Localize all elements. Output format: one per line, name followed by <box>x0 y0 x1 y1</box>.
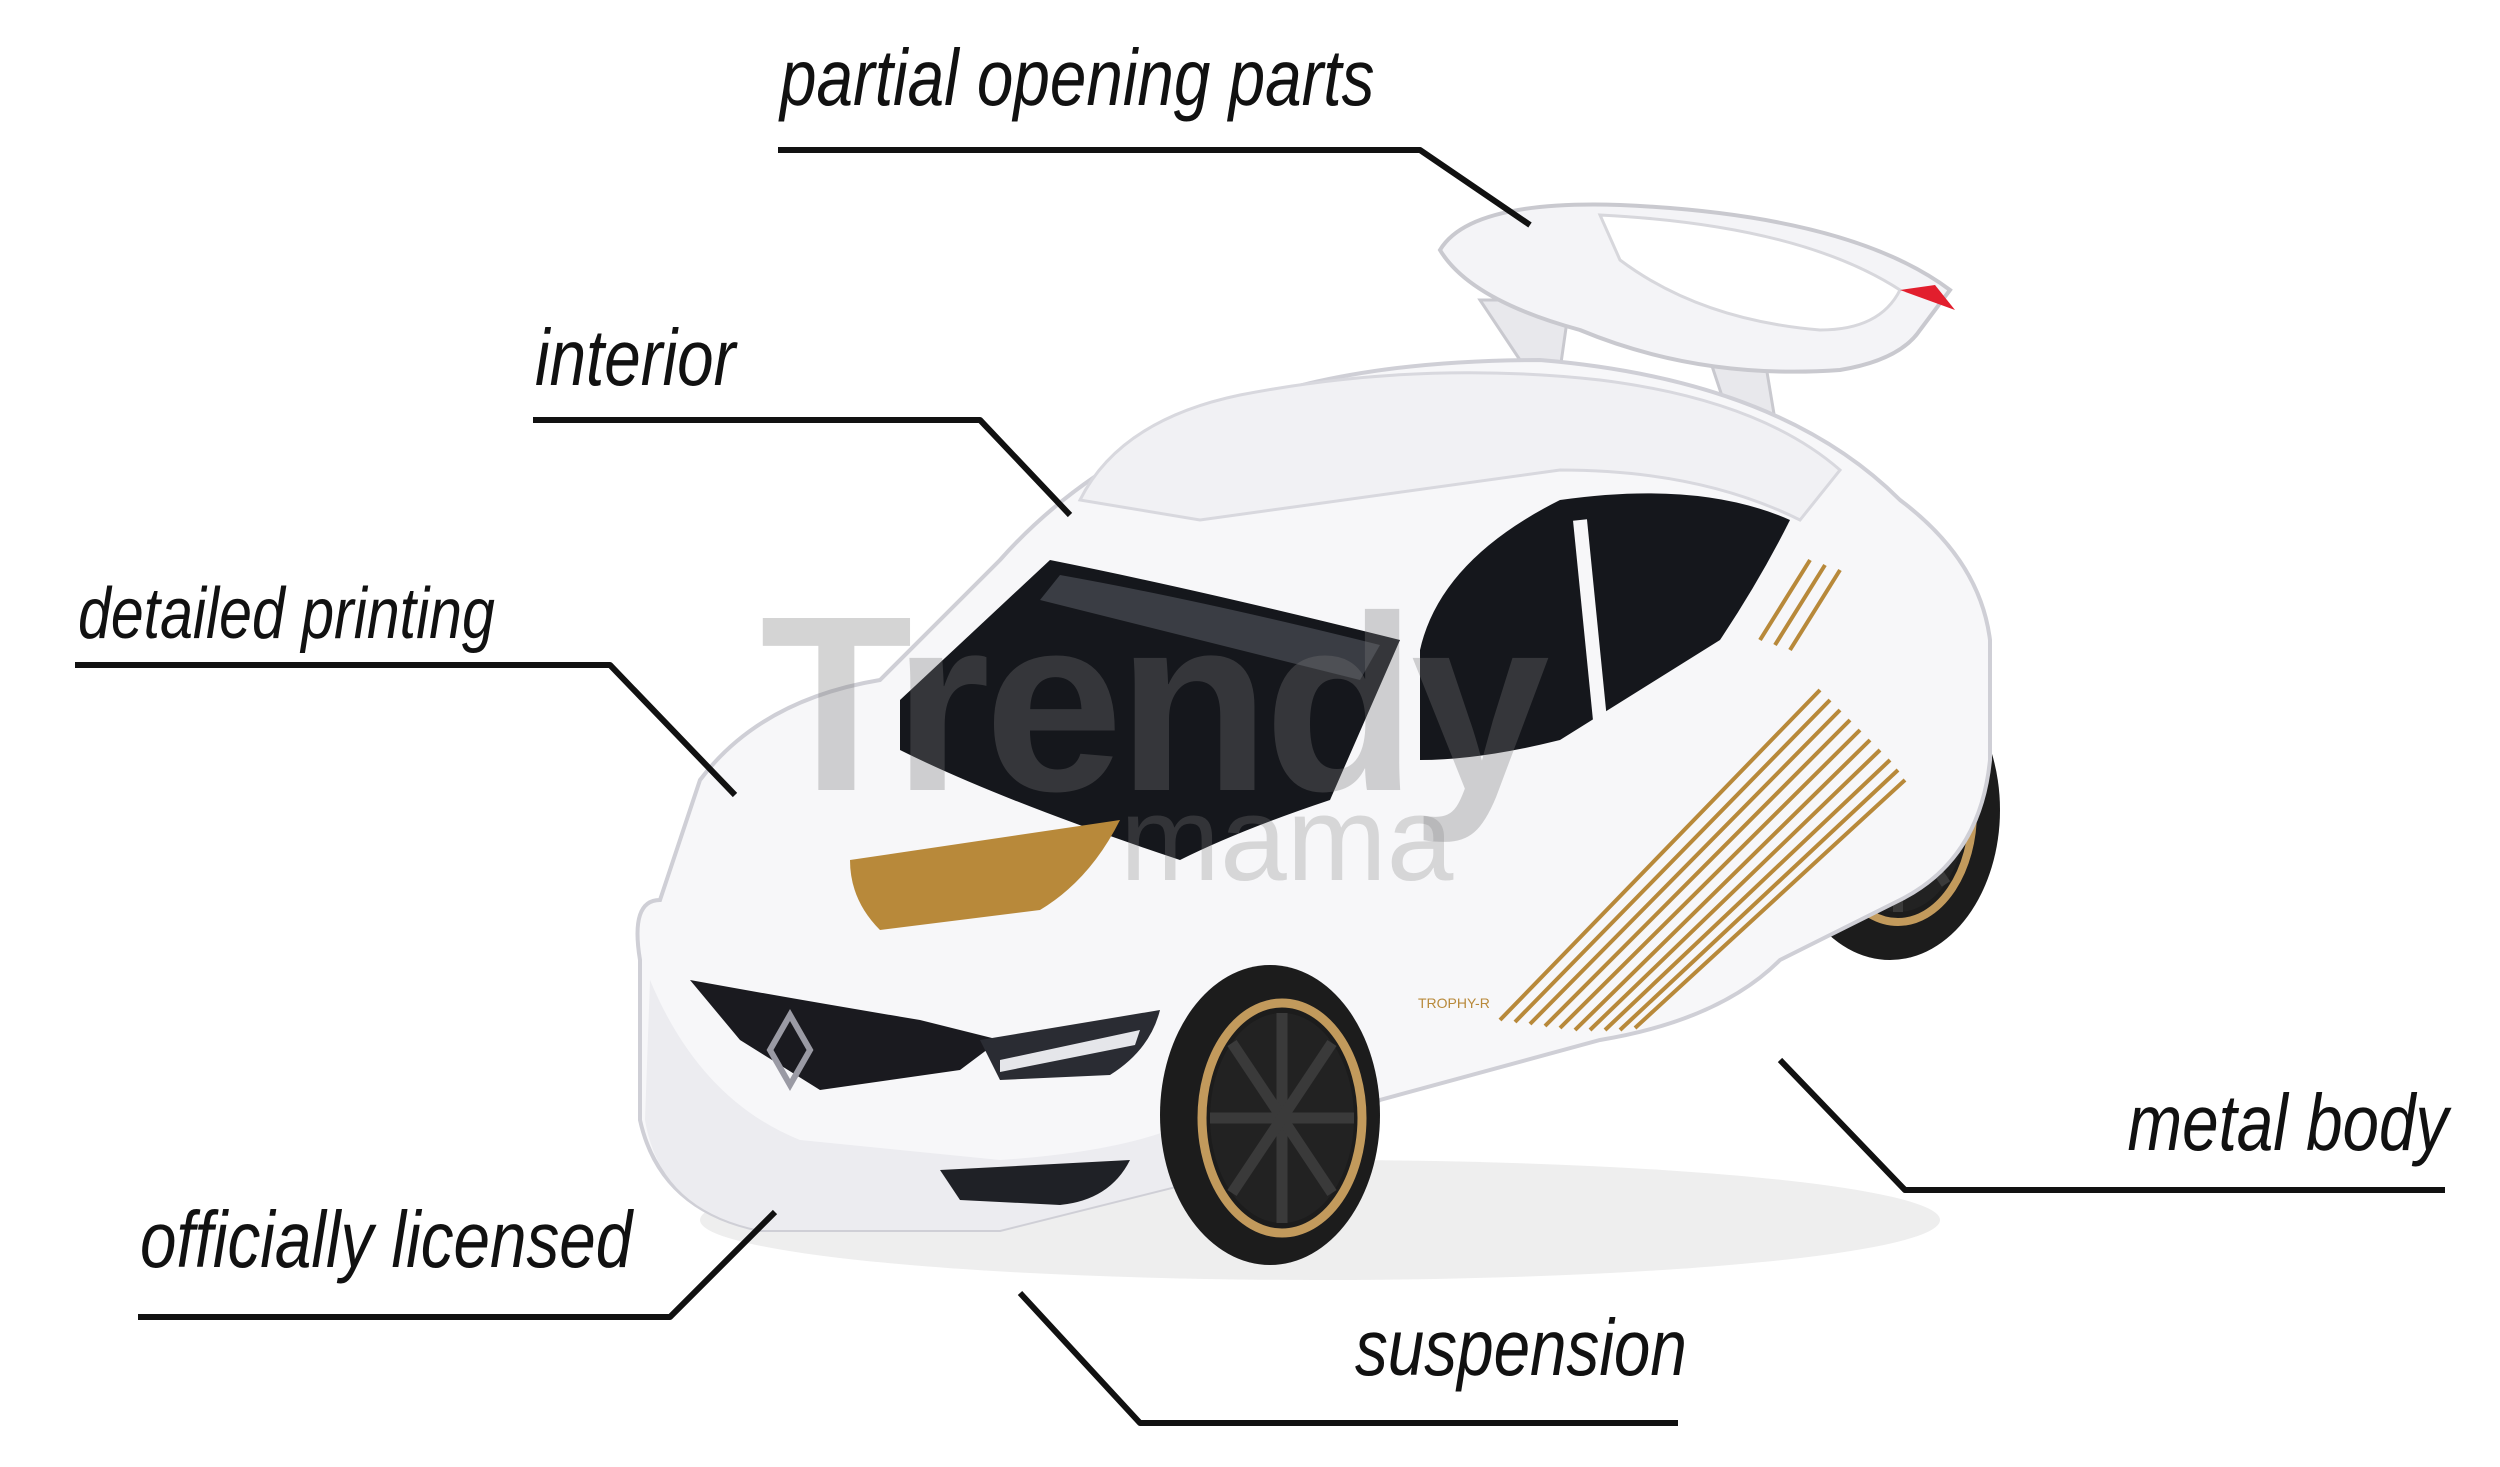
callout-leader-lines <box>75 147 2445 1426</box>
callout-interior: interior <box>535 313 736 402</box>
leader-metal-body <box>1777 1057 2445 1193</box>
hood-stripe <box>850 820 1120 930</box>
callout-partial-opening-parts: partial opening parts <box>780 33 1375 122</box>
callout-detailed-printing: detailed printing <box>78 574 495 654</box>
side-graphic <box>1498 558 1907 1032</box>
fog-light <box>940 1160 1130 1205</box>
leader-detailed-printing <box>75 662 738 798</box>
callout-metal-body: metal body <box>2127 1078 2448 1167</box>
front-wheel <box>1160 965 1380 1265</box>
callout-officially-licensed: officially licensed <box>140 1195 633 1284</box>
watermark-logo-sub: mama <box>1120 772 1454 906</box>
leader-interior <box>533 417 1073 518</box>
renault-diamond-icon <box>766 1008 814 1092</box>
leader-partial-opening-parts <box>778 147 1532 228</box>
windshield-reflection <box>1040 575 1380 680</box>
rear-spoiler <box>1437 202 1955 422</box>
trophy-badge: TROPHY-R <box>1418 995 1490 1011</box>
front-grille <box>690 980 1000 1090</box>
leader-suspension <box>1017 1290 1678 1426</box>
callout-suspension: suspension <box>1355 1303 1687 1392</box>
side-windows <box>1420 493 1790 760</box>
leader-officially-licensed <box>138 1209 778 1320</box>
watermark-logo: Trendy <box>760 564 1550 843</box>
